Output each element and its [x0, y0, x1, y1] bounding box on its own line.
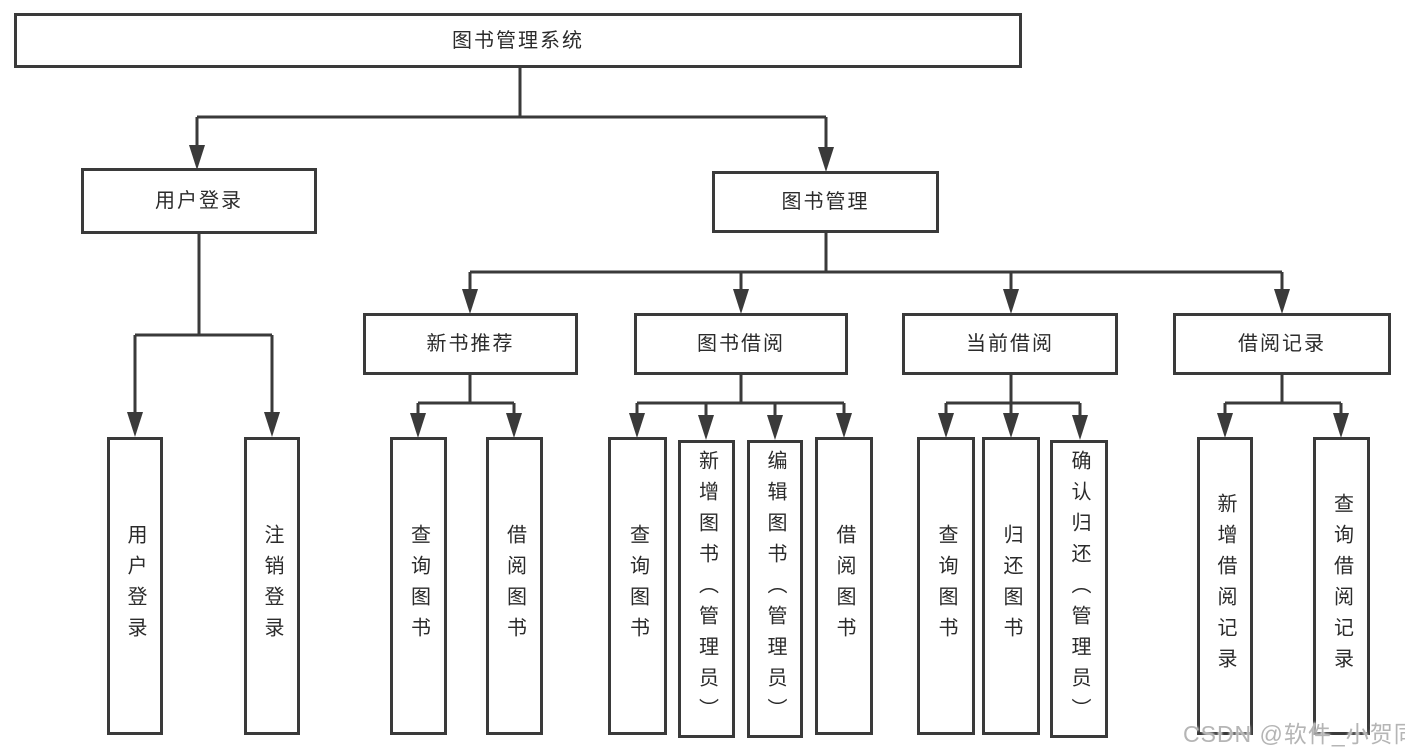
leaf-add-borrow-record-label: 新增借阅记录	[1214, 493, 1236, 679]
leaf-return-book-label: 归还图书	[1000, 524, 1022, 648]
leaf-query-borrow-record-label: 查询借阅记录	[1330, 493, 1353, 679]
leaf-borrow-books-label: 借阅图书	[833, 524, 855, 648]
leaf-user-login-label: 用户登录	[124, 524, 146, 648]
leaf-user-login: 用户登录	[107, 437, 163, 735]
leaf-borrow-books-recommend: 借阅图书	[486, 437, 543, 735]
leaf-query-books-borrow-label: 查询图书	[626, 524, 649, 648]
node-book-borrow-label: 图书借阅	[697, 333, 785, 355]
leaf-query-borrow-record: 查询借阅记录	[1313, 437, 1370, 735]
leaf-query-books-recommend-label: 查询图书	[407, 524, 430, 648]
leaf-query-books-current-label: 查询图书	[935, 524, 957, 648]
leaf-logout: 注销登录	[244, 437, 300, 735]
leaf-borrow-books: 借阅图书	[815, 437, 873, 735]
node-borrow-records-label: 借阅记录	[1238, 333, 1326, 355]
leaf-add-book-admin: 新增图书（管理员）	[678, 440, 735, 738]
node-book-management: 图书管理	[712, 171, 939, 233]
node-current-borrow-label: 当前借阅	[966, 333, 1054, 355]
leaf-query-books-borrow: 查询图书	[608, 437, 667, 735]
leaf-confirm-return-admin-label: 确认归还（管理员）	[1068, 449, 1090, 729]
leaf-query-books-current: 查询图书	[917, 437, 975, 735]
node-user-login: 用户登录	[81, 168, 317, 234]
leaf-edit-book-admin: 编辑图书（管理员）	[747, 440, 803, 738]
csdn-watermark: CSDN @软件_小贺同学	[1183, 721, 1405, 747]
node-book-management-label: 图书管理	[781, 191, 870, 213]
node-book-borrow: 图书借阅	[634, 313, 848, 375]
leaf-query-books-recommend: 查询图书	[390, 437, 447, 735]
leaf-return-book: 归还图书	[982, 437, 1040, 735]
node-new-book-recommend: 新书推荐	[363, 313, 578, 375]
node-current-borrow: 当前借阅	[902, 313, 1118, 375]
leaf-confirm-return-admin: 确认归还（管理员）	[1050, 440, 1108, 738]
node-new-book-recommend-label: 新书推荐	[426, 333, 515, 355]
node-library-management-system-label: 图书管理系统	[452, 29, 584, 52]
node-user-login-label: 用户登录	[155, 190, 243, 212]
leaf-add-book-admin-label: 新增图书（管理员）	[695, 449, 718, 729]
leaf-add-borrow-record: 新增借阅记录	[1197, 437, 1253, 735]
leaf-borrow-books-recommend-label: 借阅图书	[503, 524, 526, 648]
node-library-management-system: 图书管理系统	[14, 13, 1022, 68]
leaf-edit-book-admin-label: 编辑图书（管理员）	[764, 449, 786, 729]
node-borrow-records: 借阅记录	[1173, 313, 1391, 375]
leaf-logout-label: 注销登录	[261, 524, 283, 648]
